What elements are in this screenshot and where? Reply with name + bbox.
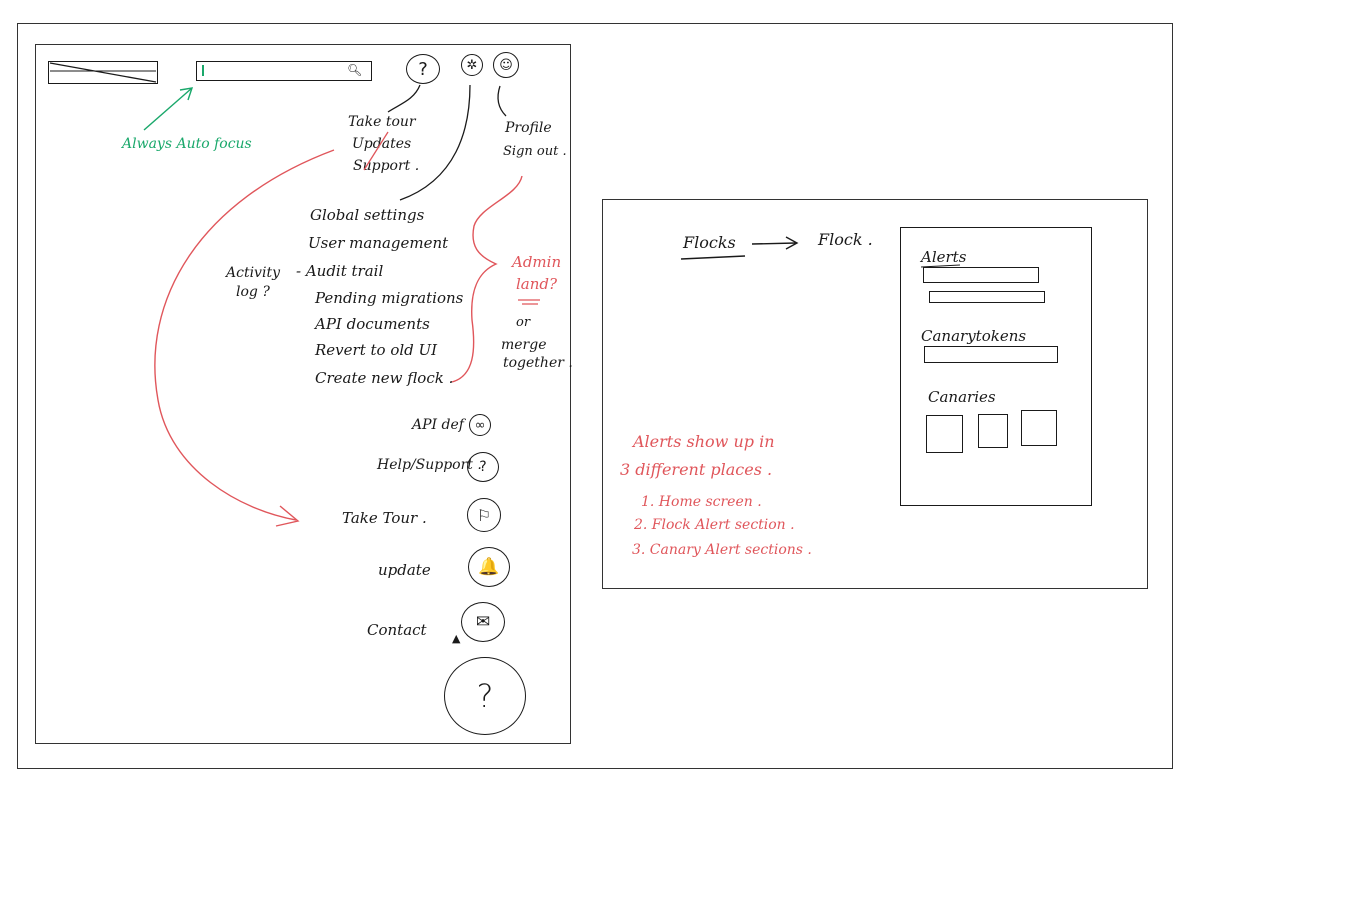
canary-tile[interactable]: [926, 415, 963, 453]
flocks-to-flock-arrow-head: [785, 236, 799, 250]
autofocus-arrow-head: [179, 87, 194, 101]
bell-icon[interactable]: 🔔: [468, 547, 510, 587]
settings-menu-api-documents[interactable]: API documents: [315, 315, 430, 333]
fab-menu-update-label: update: [378, 561, 431, 579]
fab-menu-help-support-label: Help/Support .: [377, 457, 482, 473]
alerts-title-underline: [920, 264, 961, 268]
admin-land-note-line1: Admin: [512, 253, 562, 271]
canary-tile[interactable]: [978, 414, 1008, 448]
help-menu-take-tour[interactable]: Take tour: [348, 114, 416, 130]
mouse-cursor-icon: ▲: [452, 632, 461, 645]
floating-help-button[interactable]: ?: [444, 657, 526, 735]
infinity-glyph: ∞: [474, 417, 486, 433]
help-menu-updates[interactable]: Updates: [352, 136, 412, 152]
settings-menu-pending-migrations[interactable]: Pending migrations: [315, 289, 464, 307]
merge-note-merge: merge: [501, 337, 547, 353]
profile-menu-sign-out[interactable]: Sign out .: [503, 144, 567, 159]
fab-menu-take-tour-label: Take Tour .: [342, 509, 427, 527]
alerts-note-item-3: 3. Canary Alert sections .: [632, 542, 812, 558]
signpost-glyph: ⚐: [476, 505, 492, 525]
profile-menu-connector: [497, 85, 507, 117]
alert-row[interactable]: [923, 267, 1039, 283]
settings-menu-create-new-flock[interactable]: Create new flock .: [315, 369, 454, 387]
merge-note-or: or: [516, 315, 531, 330]
canaries-section-title: Canaries: [928, 388, 996, 406]
canary-tile[interactable]: [1021, 410, 1057, 446]
flocks-underline: [680, 255, 746, 260]
support-icon[interactable]: ?: [467, 452, 499, 482]
flock-label: Flock .: [818, 230, 873, 249]
mail-icon[interactable]: ✉: [461, 602, 505, 642]
alerts-note-item-1: 1. Home screen .: [641, 494, 762, 510]
text-cursor: [202, 65, 204, 76]
admin-underline: [518, 299, 540, 305]
activity-log-note-line1: Activity: [226, 265, 280, 281]
settings-menu-revert-old-ui[interactable]: Revert to old UI: [315, 341, 438, 359]
move-to-fab-arrow: [154, 149, 335, 521]
alerts-note-item-2: 2. Flock Alert section .: [634, 517, 795, 533]
admin-land-note-line2: land?: [516, 275, 558, 293]
canarytokens-section-title: Canarytokens: [921, 327, 1027, 345]
search-input[interactable]: 🔍︎: [196, 61, 372, 81]
help-icon-glyph: ?: [418, 58, 428, 80]
autofocus-note: Always Auto focus: [122, 136, 252, 152]
right-wireframe: [602, 199, 1148, 589]
gear-icon[interactable]: ✲: [461, 54, 483, 76]
floating-help-glyph: ?: [476, 677, 494, 715]
infinity-icon[interactable]: ∞: [469, 414, 491, 436]
settings-menu-audit-trail[interactable]: - Audit trail: [296, 262, 384, 280]
help-icon[interactable]: ?: [406, 54, 440, 84]
mail-glyph: ✉: [475, 612, 491, 632]
alerts-note-heading-1: Alerts show up in: [633, 432, 775, 451]
settings-menu-connector: [399, 84, 471, 201]
flocks-label: Flocks: [683, 233, 736, 252]
alerts-note-heading-2: 3 different places .: [620, 460, 773, 479]
search-icon[interactable]: 🔍︎: [347, 63, 363, 77]
move-to-fab-arrow-head: [275, 505, 300, 527]
canvas-frame: [17, 23, 1173, 769]
alert-row[interactable]: [929, 291, 1045, 303]
settings-menu-global-settings[interactable]: Global settings: [310, 206, 425, 224]
merge-note-together: together .: [503, 355, 573, 371]
profile-menu-profile[interactable]: Profile: [505, 120, 552, 136]
bell-glyph: 🔔: [478, 557, 500, 577]
autofocus-arrow: [143, 87, 193, 131]
profile-icon[interactable]: ☺: [493, 52, 519, 78]
flock-detail-panel: [900, 227, 1092, 506]
updates-strike: [363, 131, 389, 171]
logo-placeholder: [48, 61, 158, 84]
flocks-to-flock-arrow: [751, 242, 797, 245]
help-menu-support[interactable]: Support .: [353, 158, 420, 174]
settings-menu-user-management[interactable]: User management: [308, 234, 449, 252]
help-menu-connector: [387, 84, 421, 113]
signpost-icon[interactable]: ⚐: [467, 498, 501, 532]
fab-menu-api-def-label: API def: [412, 417, 464, 433]
fab-menu-contact-label: Contact: [367, 621, 427, 639]
support-glyph: ?: [479, 459, 487, 475]
alerts-section-title: Alerts: [921, 248, 967, 266]
canarytoken-row[interactable]: [924, 346, 1058, 363]
left-wireframe: [35, 44, 571, 744]
admin-brace: [451, 175, 523, 383]
activity-log-note-line2: log ?: [236, 284, 270, 300]
